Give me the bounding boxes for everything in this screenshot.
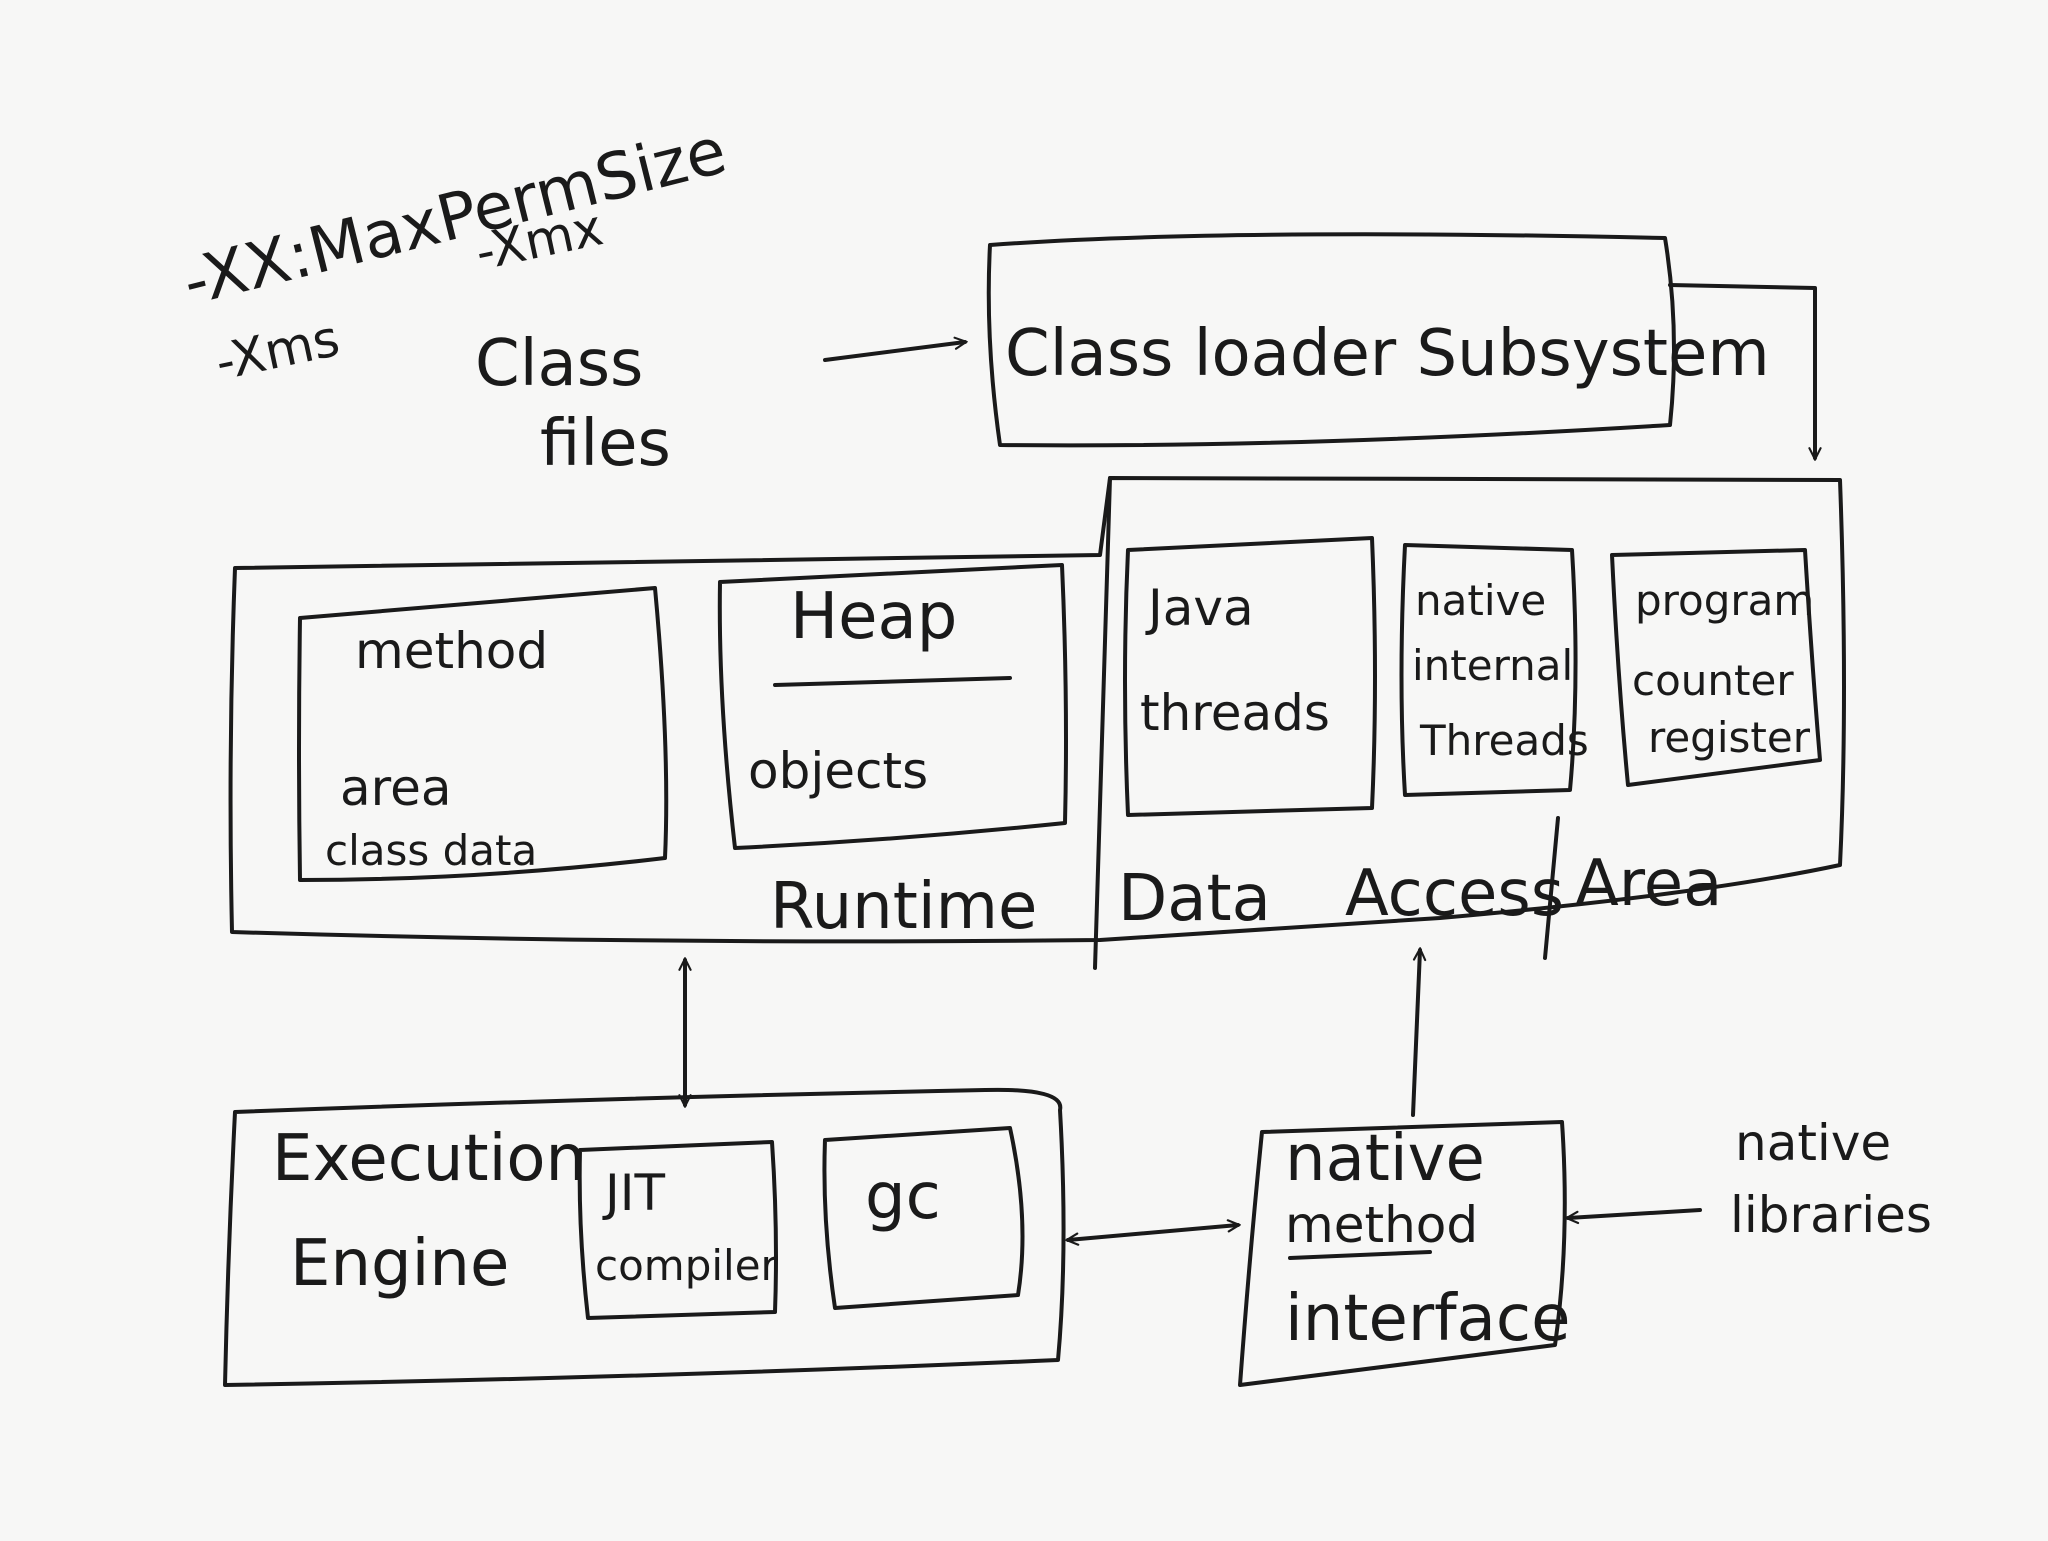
program-counter-line3: register <box>1648 713 1811 762</box>
arrow-native-interface-to-runtime <box>1411 950 1420 1117</box>
class-loader-subsystem: Class loader Subsystem <box>986 232 1770 448</box>
gc: gc <box>822 1126 1025 1310</box>
gc-box <box>822 1126 1025 1310</box>
arrow-loader-to-runtime <box>1668 283 1815 458</box>
heap-box <box>717 563 1068 850</box>
method-area: method area class data <box>297 586 669 882</box>
caption-access: Access <box>1345 857 1564 931</box>
jit-compiler-line2: compiler <box>595 1241 779 1290</box>
method-area-box <box>297 586 669 882</box>
native-method-interface-line3: interface <box>1285 1282 1570 1356</box>
class-files-line2: files <box>540 407 671 481</box>
native-libraries: native libraries <box>1730 1114 1932 1244</box>
runtime-data-area: method area class data Heap objects Java… <box>228 476 1846 970</box>
execution-engine-box <box>223 1087 1066 1387</box>
arrow-class-files-to-loader <box>823 342 965 362</box>
arrow-execution-native-interface <box>1068 1225 1238 1240</box>
jvm-options: -XX:MaxPermSize -Xmx -Xms <box>176 114 733 392</box>
program-counter-box <box>1610 548 1822 787</box>
execution-engine-line1: Execution <box>272 1122 586 1196</box>
native-internal-threads-line1: native <box>1415 576 1546 625</box>
method-area-line3: class data <box>325 826 537 875</box>
method-area-line1: method <box>355 622 548 680</box>
class-loader-box <box>986 232 1676 448</box>
native-internal-threads: native internal Threads <box>1399 543 1589 797</box>
runtime-data-area-box <box>228 476 1846 944</box>
native-libraries-line1: native <box>1735 1114 1891 1172</box>
divider-shared-per-thread <box>1093 476 1112 970</box>
execution-engine: Execution Engine JIT compiler gc <box>223 1087 1066 1387</box>
native-internal-threads-line2: internal <box>1412 641 1573 690</box>
native-internal-threads-box <box>1399 543 1578 797</box>
heap-title-underline <box>773 676 1012 687</box>
xms-option: -Xms <box>210 309 344 392</box>
heap: Heap objects <box>717 563 1068 850</box>
jit-compiler: JIT compiler <box>577 1140 779 1320</box>
native-internal-threads-line3: Threads <box>1419 716 1589 765</box>
native-method-interface: native method interface <box>1238 1120 1570 1387</box>
runtime-caption: Runtime Data Access Area <box>770 847 1722 944</box>
caption-runtime: Runtime <box>770 870 1037 944</box>
caption-area: Area <box>1575 847 1722 921</box>
execution-engine-line2: Engine <box>290 1227 509 1301</box>
gc-label: gc <box>865 1160 941 1234</box>
program-counter-line1: program <box>1635 576 1814 625</box>
max-perm-size-option: -XX:MaxPermSize <box>176 114 733 320</box>
caption-data: Data <box>1118 862 1271 936</box>
method-underline <box>1288 1250 1432 1260</box>
class-files-line1: Class <box>475 327 643 401</box>
java-threads-box <box>1123 536 1377 817</box>
jit-compiler-line1: JIT <box>602 1164 665 1222</box>
class-loader-label: Class loader Subsystem <box>1005 317 1770 391</box>
divider-area-caption <box>1543 816 1560 960</box>
java-threads-line1: Java <box>1145 579 1254 637</box>
arrow-native-libraries-to-interface <box>1568 1208 1702 1218</box>
native-libraries-line2: libraries <box>1730 1186 1932 1244</box>
heap-content: objects <box>748 742 928 800</box>
native-method-interface-line1: native <box>1285 1122 1485 1196</box>
java-threads: Java threads <box>1123 536 1377 817</box>
method-area-line2: area <box>340 759 452 817</box>
java-threads-line2: threads <box>1140 684 1330 742</box>
native-method-interface-box <box>1238 1120 1567 1387</box>
jit-compiler-box <box>577 1140 778 1320</box>
program-counter-line2: counter <box>1632 656 1794 705</box>
program-counter-register: program counter register <box>1610 548 1822 787</box>
heap-title: Heap <box>790 580 957 654</box>
class-files: Class files <box>475 327 671 481</box>
native-method-interface-line2: method <box>1285 1196 1478 1254</box>
